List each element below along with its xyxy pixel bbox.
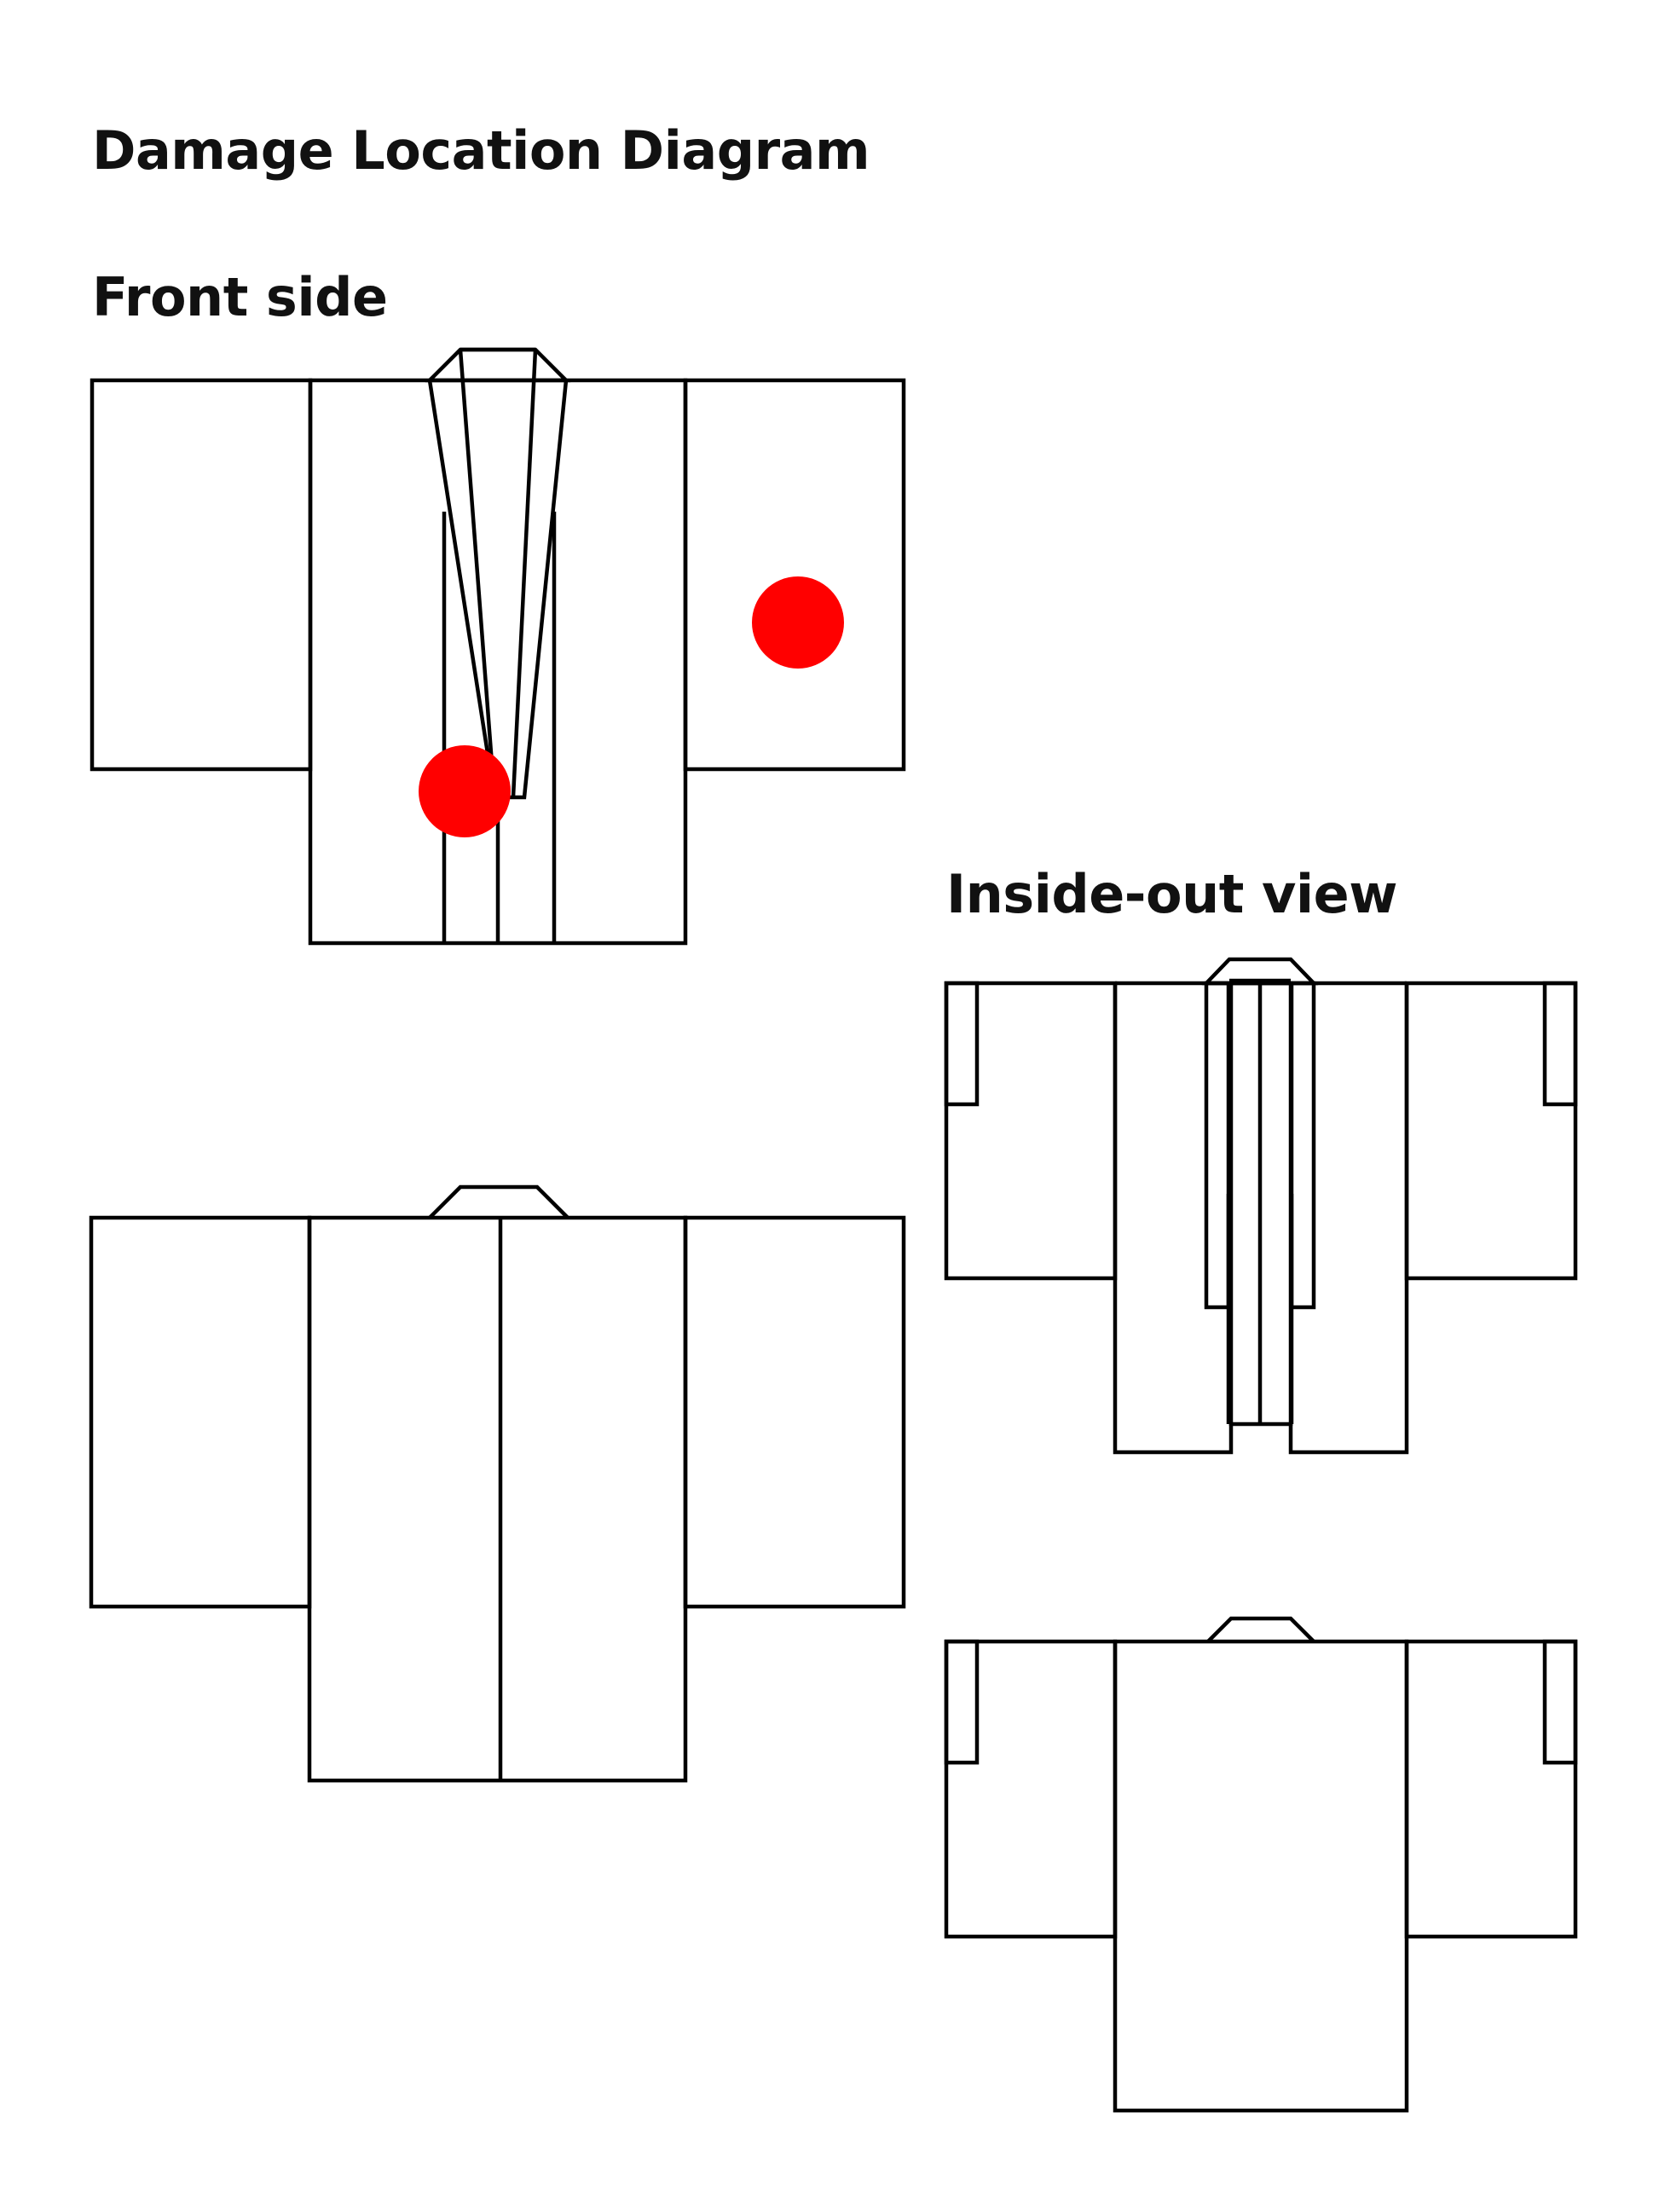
inside-back-left-sleeve (944, 1639, 1118, 1939)
inside-back-right-cuff (1542, 1639, 1578, 1765)
inside-right-panel (1288, 983, 1409, 1455)
inside-back-collar (1206, 1616, 1315, 1643)
inside-left-cuff (944, 981, 980, 1107)
inside-back-left-cuff (944, 1639, 980, 1765)
lapel-inner-right (511, 349, 538, 798)
inside-left-panel (1113, 983, 1234, 1455)
lapel-inner-left (458, 349, 497, 798)
inside-out-view-label: Inside-out view (946, 863, 1397, 925)
right-sleeve (683, 378, 906, 772)
damage-marker-sleeve[interactable] (752, 576, 844, 669)
page-title: Damage Location Diagram (92, 119, 870, 182)
back-left-sleeve (89, 1215, 312, 1609)
inside-back-body (1113, 1639, 1409, 2113)
front-side-label: Front side (92, 266, 388, 328)
left-sleeve (90, 378, 313, 772)
back-right-sleeve (683, 1215, 906, 1609)
left-lapel (427, 379, 569, 800)
inside-right-lapel (1289, 981, 1316, 1310)
inside-back-right-sleeve (1404, 1639, 1578, 1939)
back-collar (428, 1184, 569, 1219)
front-side-back-view (89, 1184, 906, 1783)
damage-marker-collar[interactable] (419, 745, 511, 837)
back-body (307, 1215, 688, 1783)
inside-right-cuff (1542, 981, 1578, 1107)
inside-right-sleeve (1404, 981, 1578, 1281)
inside-left-lapel (1204, 981, 1231, 1310)
inside-out-back-view (944, 1616, 1578, 2113)
collar-top (425, 347, 571, 383)
front-side-front-view (90, 347, 906, 946)
inside-left-sleeve (944, 981, 1118, 1281)
inside-out-front-view (944, 957, 1578, 1455)
